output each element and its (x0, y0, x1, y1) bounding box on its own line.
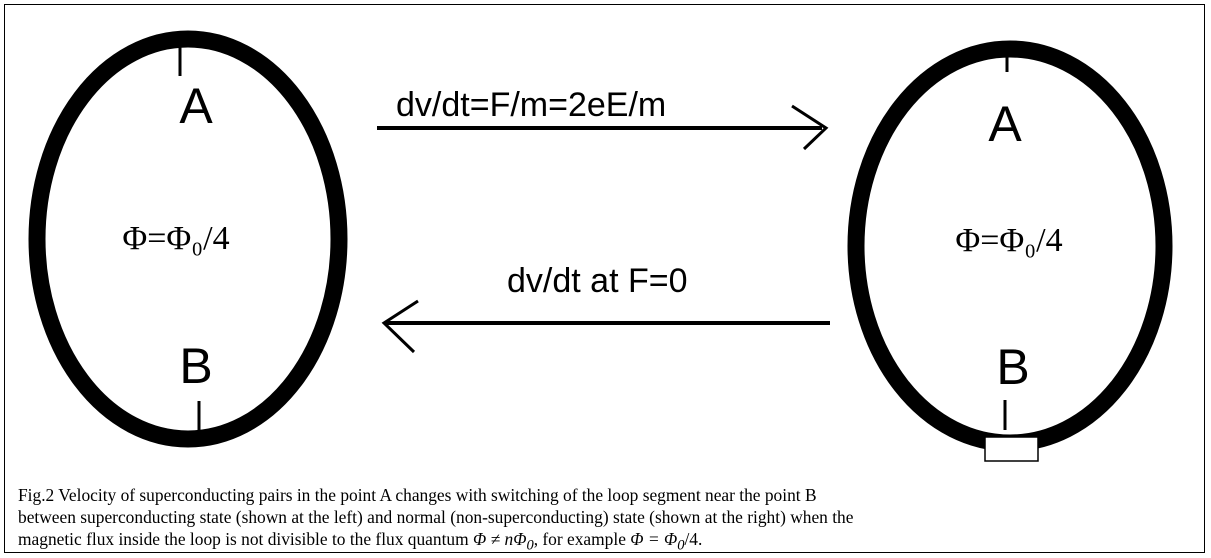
caption-line-3-suffix: /4. (684, 529, 703, 549)
left-flux-label: Φ=Φ₀/4 (122, 220, 229, 257)
right-label-a: A (988, 96, 1022, 152)
left-label-b: B (179, 338, 212, 394)
figure-caption: Fig.2 Velocity of superconducting pairs … (18, 484, 1188, 556)
caption-line-3-mid: , for example (533, 529, 626, 549)
caption-line-3-prefix: magnetic flux inside the loop is not div… (18, 529, 469, 549)
right-loop-normal-segment (984, 436, 1039, 462)
forward-arrow-head (791, 104, 829, 151)
left-label-a: A (179, 78, 213, 134)
caption-flux-example-sub: 0 (677, 537, 685, 554)
caption-flux-condition-sub: 0 (526, 537, 534, 554)
backward-arrow-head (381, 299, 419, 354)
forward-arrow-label: dv/dt=F/m=2eE/m (396, 86, 666, 124)
right-label-b: B (996, 339, 1029, 395)
caption-flux-condition: Φ ≠ nΦ (473, 529, 527, 549)
forward-arrow: dv/dt=F/m=2eE/m (377, 86, 829, 151)
backward-arrow: dv/dt at F=0 (381, 262, 830, 354)
figure-diagram: A B Φ=Φ₀/4 dv/dt=F/m=2eE/m dv/dt at F=0 … (28, 30, 1173, 462)
caption-line-2: between superconducting state (shown at … (18, 507, 854, 527)
caption-line-1: Fig.2 Velocity of superconducting pairs … (18, 485, 817, 505)
left-loop-ring (28, 30, 348, 448)
right-flux-label: Φ=Φ₀/4 (955, 222, 1062, 259)
left-loop: A B Φ=Φ₀/4 (28, 30, 348, 448)
caption-flux-example: Φ = Φ (630, 529, 678, 549)
right-loop: A B Φ=Φ₀/4 (847, 40, 1173, 462)
backward-arrow-label: dv/dt at F=0 (507, 262, 688, 300)
caption-line-3: magnetic flux inside the loop is not div… (18, 528, 1188, 556)
